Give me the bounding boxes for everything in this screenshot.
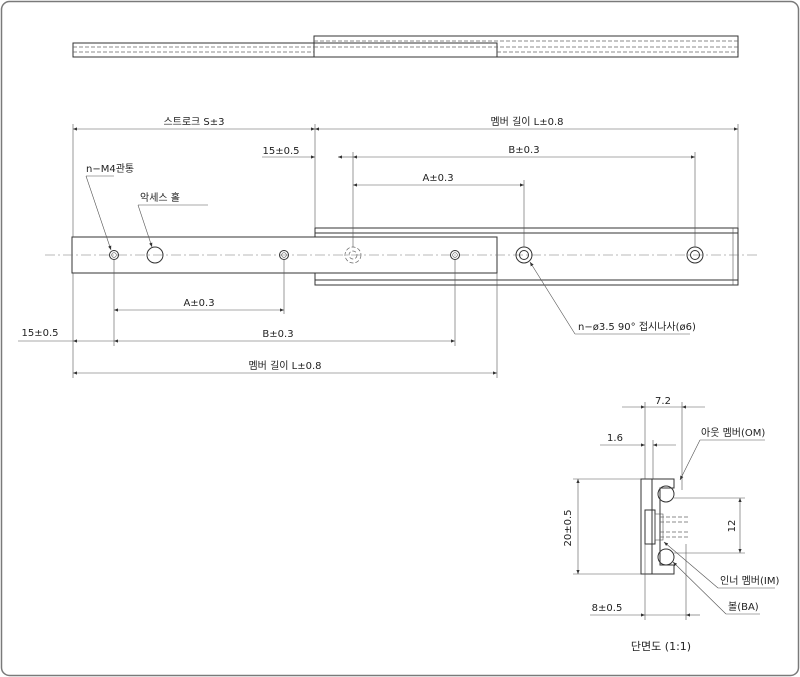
section-title: 단면도 (1:1) xyxy=(631,640,691,653)
offset-top-label: 15±0.5 xyxy=(262,146,299,157)
dim-width-label: 7.2 xyxy=(655,396,671,407)
ball-label: 볼(BA) xyxy=(728,601,759,613)
dim-thick-label: 1.6 xyxy=(607,433,623,444)
ball-top xyxy=(657,485,675,503)
access-hole-label: 악세스 홀 xyxy=(140,191,180,204)
access-hole-circle xyxy=(146,246,164,264)
through-hole-label: n−M4관통 xyxy=(86,163,134,175)
member-length-bottom-label: 멤버 길이 L±0.8 xyxy=(248,359,321,372)
dim-8-label: 8±0.5 xyxy=(592,603,623,614)
a-top-label: A±0.3 xyxy=(422,173,453,184)
ball-bottom xyxy=(657,548,675,566)
upper-dimensions: 스트로크 S±3 멤버 길이 L±0.8 15±0.5 B±0.3 A±0.3 … xyxy=(72,115,739,251)
dim-height-label: 20±0.5 xyxy=(563,509,574,546)
stroke-label: 스트로크 S±3 xyxy=(163,116,224,128)
lower-dimensions: A±0.3 15±0.5 B±0.3 멤버 길이 L±0.8 n−ø3.5 90… xyxy=(18,260,696,378)
cross-section: 7.2 1.6 아웃 멤버(OM) 20±0.5 12 인너 멤버(IM) 8±… xyxy=(563,396,779,653)
offset-bottom-label: 15±0.5 xyxy=(21,328,58,339)
countersink-label: n−ø3.5 90° 접시나사(ø6) xyxy=(578,321,696,333)
b-top-label: B±0.3 xyxy=(508,145,539,156)
dim-12-label: 12 xyxy=(727,520,738,533)
outer-member-label: 아웃 멤버(OM) xyxy=(701,427,765,439)
member-length-top-label: 멤버 길이 L±0.8 xyxy=(490,115,563,128)
b-bottom-label: B±0.3 xyxy=(262,329,293,340)
through-hole-2 xyxy=(279,250,289,260)
front-view xyxy=(45,227,760,286)
inner-member-label: 인너 멤버(IM) xyxy=(720,575,779,587)
through-hole-1 xyxy=(109,250,119,260)
through-hole-3 xyxy=(450,250,460,260)
top-view xyxy=(72,35,739,58)
a-bottom-label: A±0.3 xyxy=(183,298,214,309)
